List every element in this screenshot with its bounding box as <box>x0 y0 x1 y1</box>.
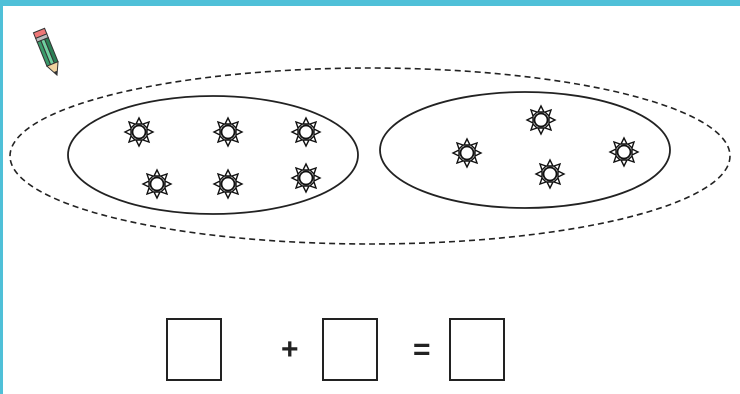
flower-icon <box>535 159 565 189</box>
right-group-ellipse <box>379 91 671 209</box>
flower-icon <box>526 105 556 135</box>
answer-box-1[interactable] <box>166 318 222 381</box>
flower-icon <box>291 117 321 147</box>
top-accent-bar <box>0 0 740 6</box>
flower-icon <box>213 169 243 199</box>
flower-icon <box>609 137 639 167</box>
plus-sign: + <box>281 333 299 366</box>
grouping-diagram <box>9 27 731 245</box>
outer-dashed-group <box>9 67 731 245</box>
flower-icon <box>124 117 154 147</box>
pencil-icon <box>32 27 59 77</box>
flower-icon <box>452 138 482 168</box>
answer-box-2[interactable] <box>322 318 378 381</box>
equals-sign: = <box>413 333 431 366</box>
left-accent-bar <box>0 0 3 394</box>
flower-icon <box>213 117 243 147</box>
left-group-ellipse <box>67 95 359 215</box>
flower-icon <box>142 169 172 199</box>
answer-box-3[interactable] <box>449 318 505 381</box>
flower-icon <box>291 163 321 193</box>
